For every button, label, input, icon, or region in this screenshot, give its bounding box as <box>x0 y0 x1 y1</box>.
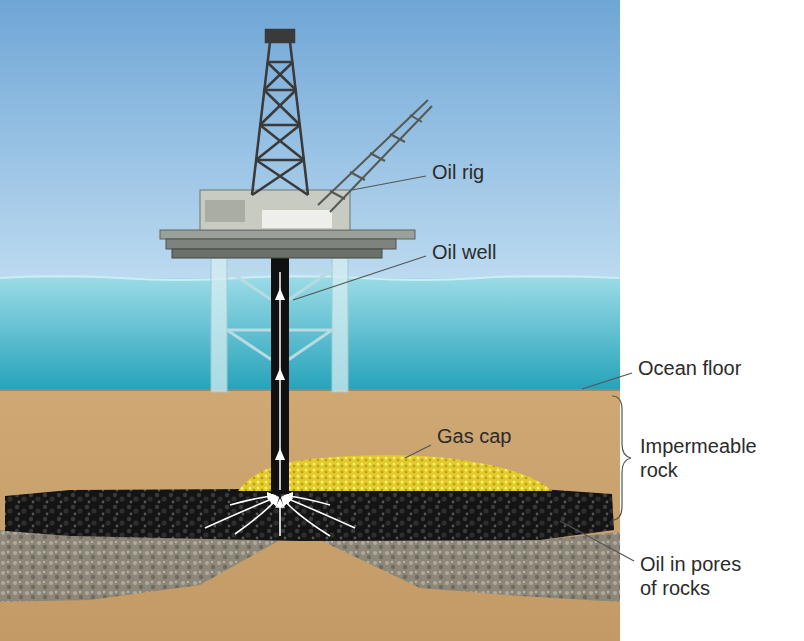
crane-arm <box>318 100 432 212</box>
part-label: Oil rig <box>432 160 484 184</box>
bracket <box>612 396 631 520</box>
ocean-floor-line <box>0 389 620 391</box>
platform-deck <box>160 190 415 258</box>
sediment <box>0 390 620 641</box>
oil-well-pipe <box>271 258 289 494</box>
sky <box>0 0 620 278</box>
oil-rock-layer <box>5 486 614 541</box>
gravel-layer <box>0 530 280 602</box>
part-label: Gas cap <box>437 424 511 448</box>
part-label: Oil well <box>432 240 496 264</box>
derrick-tower <box>252 30 308 195</box>
gravel-layer <box>320 532 620 602</box>
sea-surface <box>0 276 620 280</box>
part-label: Ocean floor <box>638 356 741 380</box>
leader-lines <box>293 176 634 561</box>
part-label: Impermeable rock <box>640 434 780 483</box>
part-label: Oil in pores of rocks <box>640 552 760 601</box>
oil-flow-arrows <box>205 496 355 536</box>
